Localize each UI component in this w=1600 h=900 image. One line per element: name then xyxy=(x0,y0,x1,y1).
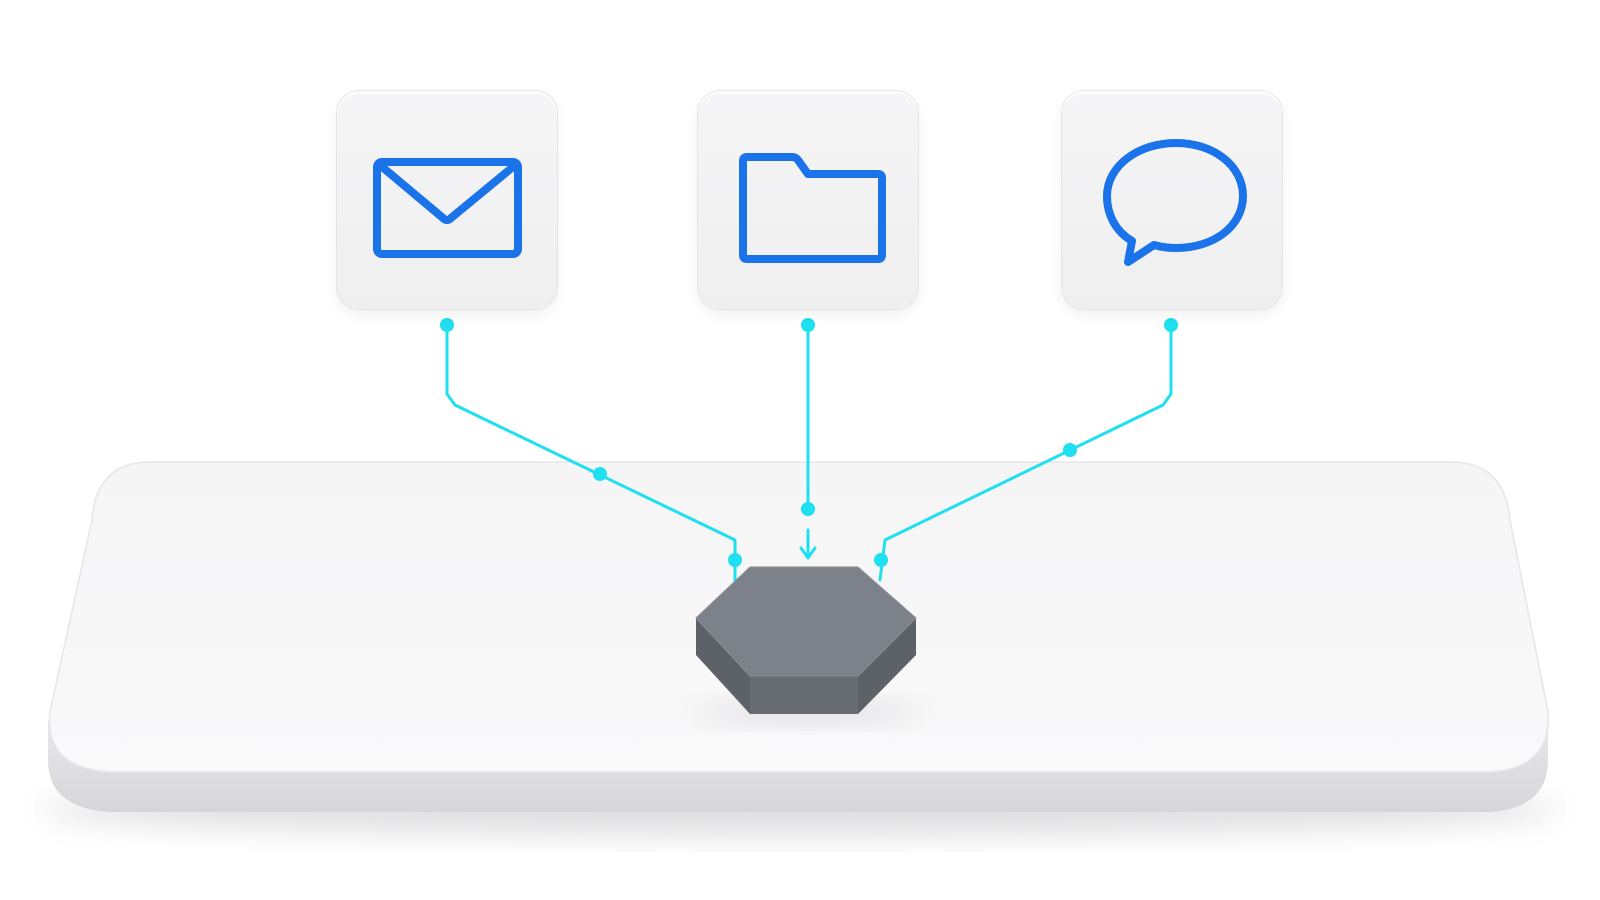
connector-nodes xyxy=(440,318,1178,567)
arrow-down-icon xyxy=(799,546,817,560)
mail-tile xyxy=(337,91,557,309)
chat-bubble-icon xyxy=(1103,139,1247,266)
node-mail-start xyxy=(440,318,454,332)
node-chat-end xyxy=(874,553,888,567)
node-mail-mid xyxy=(593,467,607,481)
node-chat-start xyxy=(1164,318,1178,332)
connector-chat xyxy=(878,323,1173,582)
node-folder-end xyxy=(801,502,815,516)
hexagon-hub-icon xyxy=(695,566,918,724)
folder-tile xyxy=(698,91,918,309)
node-folder-start xyxy=(801,318,815,332)
node-mail-end xyxy=(728,553,742,567)
chat-tile xyxy=(1062,91,1282,309)
folder-icon xyxy=(739,153,886,263)
mail-icon xyxy=(373,158,522,258)
node-chat-mid xyxy=(1063,443,1077,457)
